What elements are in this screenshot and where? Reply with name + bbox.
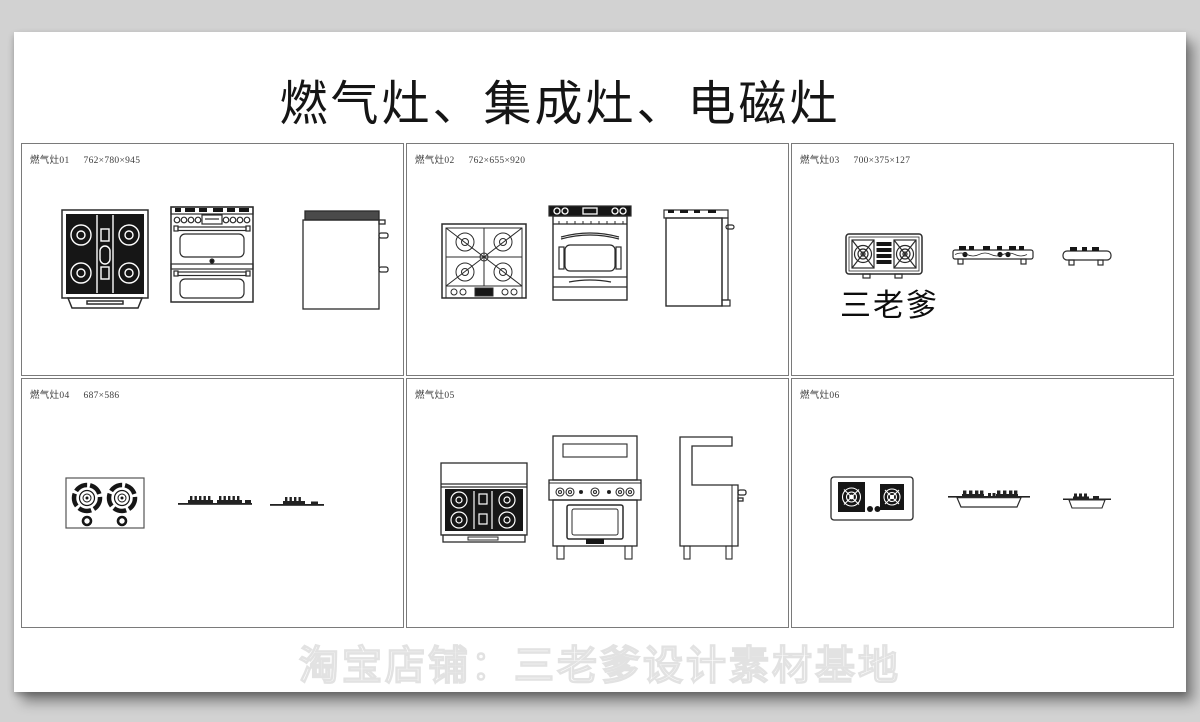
- stove-03-front-view-drawing: [952, 246, 1034, 265]
- stove-dims: 687×586: [83, 391, 120, 401]
- cell-gas-stove-06: 燃气灶06: [791, 378, 1174, 628]
- catalog-sheet: 燃气灶、集成灶、电磁灶 燃气灶01 762×780×945: [14, 32, 1186, 692]
- cell-label: 燃气灶02 762×655×920: [415, 152, 525, 166]
- stove-02-front-view-drawing: [548, 205, 632, 301]
- stove-05-top-view-drawing: [440, 462, 528, 543]
- stove-dims: 700×375×127: [853, 156, 911, 166]
- cell-label: 燃气灶04 687×586: [30, 387, 119, 401]
- stove-06-side-view-drawing: [1063, 493, 1111, 509]
- stove-id: 燃气灶06: [800, 391, 840, 401]
- cell-label: 燃气灶01 762×780×945: [30, 152, 140, 166]
- cell-label: 燃气灶03 700×375×127: [800, 152, 910, 166]
- stove-01-side-view-drawing: [302, 210, 389, 310]
- stove-03-side-view-drawing: [1062, 247, 1112, 266]
- cell-label: 燃气灶05: [415, 387, 469, 401]
- cell-gas-stove-05: 燃气灶05: [406, 378, 789, 628]
- catalog-grid: 燃气灶01 762×780×945: [21, 143, 1174, 630]
- stove-dims: 762×655×920: [468, 156, 526, 166]
- stove-id: 燃气灶05: [415, 391, 455, 401]
- stove-05-front-view-drawing: [548, 435, 642, 560]
- stove-02-top-view-drawing: [441, 223, 527, 299]
- stove-dims: 762×780×945: [83, 156, 141, 166]
- cell-label: 燃气灶06: [800, 387, 854, 401]
- cell-gas-stove-02: 燃气灶02 762×655×920: [406, 143, 789, 376]
- stove-id: 燃气灶01: [30, 156, 70, 166]
- stove-04-front-view-drawing: [178, 496, 252, 505]
- page-title: 燃气灶、集成灶、电磁灶: [279, 78, 841, 131]
- stove-05-side-view-drawing: [679, 436, 747, 560]
- stove-06-front-view-drawing: [948, 490, 1030, 508]
- stove-01-front-view-drawing: [170, 206, 254, 303]
- stove-id: 燃气灶03: [800, 156, 840, 166]
- cell-gas-stove-01: 燃气灶01 762×780×945: [21, 143, 404, 376]
- stove-id: 燃气灶04: [30, 391, 70, 401]
- cell-gas-stove-04: 燃气灶04 687×586: [21, 378, 404, 628]
- cell-gas-stove-03: 燃气灶03 700×375×127: [791, 143, 1174, 376]
- brand-text: 三老爹: [840, 288, 939, 323]
- stove-03-top-view-drawing: [845, 233, 923, 279]
- stove-02-side-view-drawing: [663, 209, 735, 307]
- stove-id: 燃气灶02: [415, 156, 455, 166]
- stove-01-top-view-drawing: [61, 209, 149, 309]
- stove-06-top-view-drawing: [830, 476, 914, 521]
- stove-04-side-view-drawing: [270, 497, 324, 506]
- watermark-text: 淘宝店铺：三老爹设计素材基地: [298, 643, 901, 688]
- stove-04-top-view-drawing: [65, 477, 145, 529]
